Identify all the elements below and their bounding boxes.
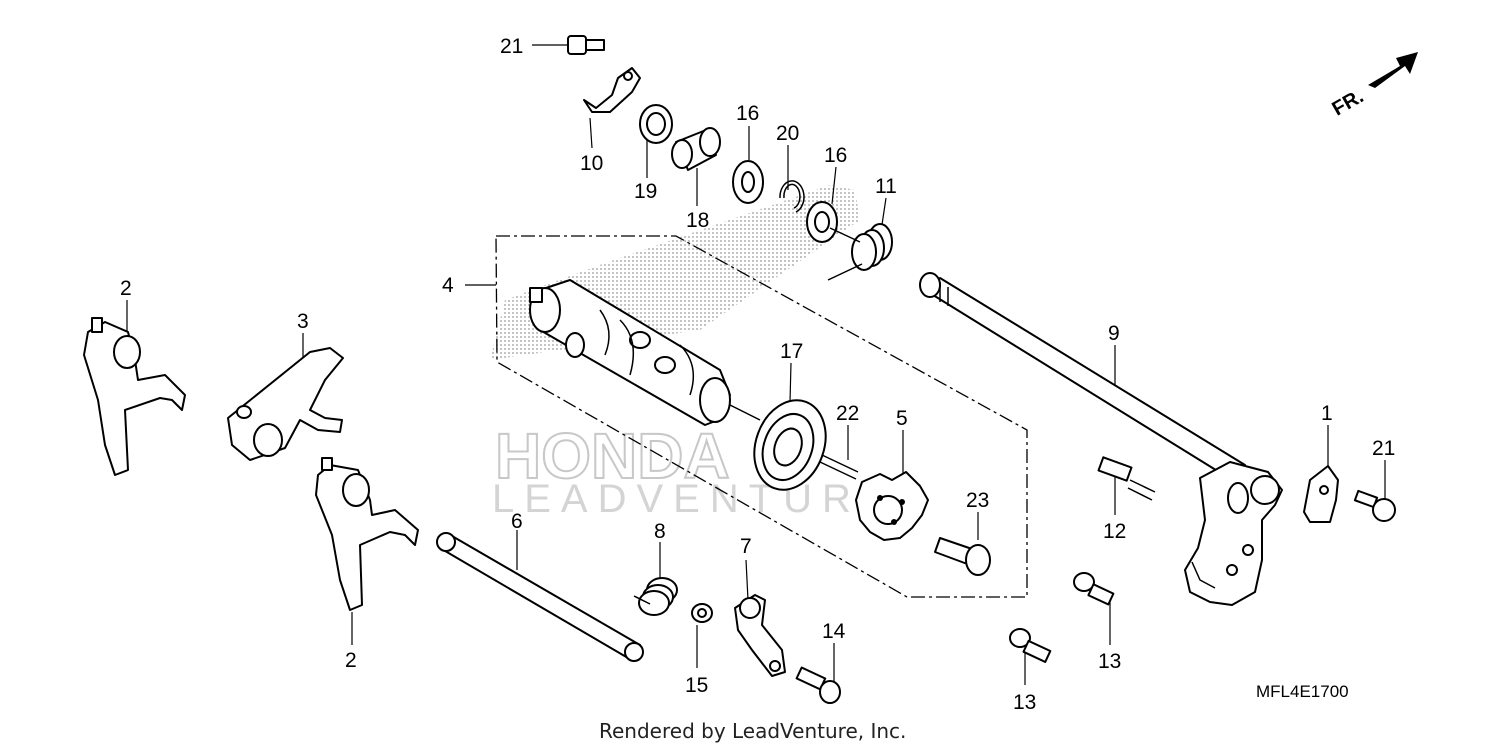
circlip [779,180,805,213]
shift-fork-lower [315,457,419,611]
callout-14: 14 [822,620,846,643]
shift-drum-center [855,471,929,541]
callout-10: 10 [580,152,603,175]
callout-18: 18 [686,209,709,232]
callout-5: 5 [896,407,908,430]
dowel-pin [819,454,859,480]
callout-16-upper: 16 [736,102,759,125]
callout-6: 6 [511,510,523,533]
stopper-arm [734,594,786,677]
callout-3: 3 [297,310,309,333]
diagram-code: MFL4E1700 [1256,682,1349,701]
bolt-13-left [1009,628,1052,663]
bolt-14 [795,666,841,704]
drum-bearing [753,399,827,491]
callout-12: 12 [1103,520,1126,543]
gearshift-spindle [919,272,1246,481]
needle-bearing [671,127,721,171]
pin-12 [1097,456,1156,501]
callout-8: 8 [654,520,666,543]
shift-drum [529,279,761,426]
callout-20: 20 [776,122,799,145]
callout-13-left: 13 [1013,691,1036,714]
bolt-21-right [1353,489,1396,522]
watermark-brand: HONDA [495,420,730,492]
assembly-frame [495,235,1028,598]
watermark: HONDA LEADVENTURE [492,419,898,521]
washer-16a [732,160,764,204]
callout-13-right: 13 [1098,650,1121,673]
callout-7: 7 [740,535,752,558]
callout-21-top: 21 [500,35,523,58]
callout-9: 9 [1108,322,1120,345]
spring-8 [633,577,678,616]
watermark-subline: LEADVENTURE [492,477,898,521]
bearing-ring [639,104,673,144]
callout-21-right: 21 [1372,437,1395,460]
direction-label: FR. [1329,85,1368,120]
shift-fork-center [227,347,344,461]
washer-15 [691,603,713,623]
callout-16-lower: 16 [824,144,847,167]
callout-2-lower: 2 [345,649,357,672]
socket-bolt [934,537,991,576]
spring-11 [827,223,893,281]
stopper-plate [583,67,641,113]
bolt-top [567,35,605,55]
callout-2-upper: 2 [120,277,132,300]
callout-11: 11 [875,175,897,198]
callout-22: 22 [836,402,859,425]
plate-1 [1303,465,1339,523]
washer-16b [806,201,838,243]
front-direction-arrow: FR. [1329,52,1418,120]
bolt-13-right [1073,572,1115,606]
callout-4: 4 [442,274,454,297]
shift-fork-upper [83,317,186,476]
callout-labels: 21 10 19 18 16 20 16 11 4 2 3 17 9 22 5 … [120,35,1395,714]
callout-23: 23 [966,489,989,512]
callout-1: 1 [1321,402,1333,425]
fork-shaft [436,532,644,662]
leader-lines [126,44,1386,685]
shift-arm-assembly [1184,461,1283,606]
callout-19: 19 [634,180,657,203]
render-credit: Rendered by LeadVenture, Inc. [599,719,906,743]
callout-15: 15 [685,674,708,697]
callout-17: 17 [780,340,803,363]
